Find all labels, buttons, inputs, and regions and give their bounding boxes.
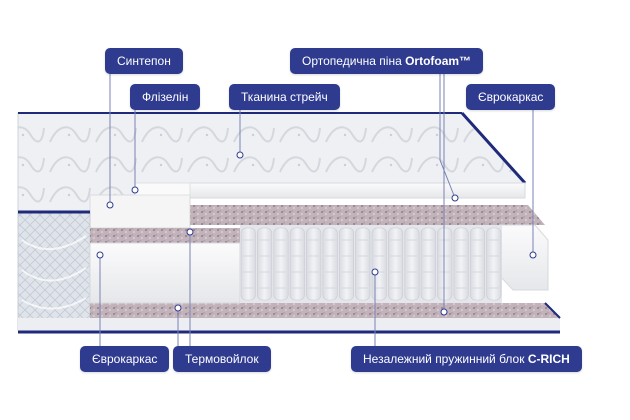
spring-pocket <box>338 227 354 301</box>
label-stretch-fabric: Тканина стрейч <box>229 84 340 110</box>
eurocarcass-foam-blocks <box>89 224 549 304</box>
spring-pocket <box>355 227 371 301</box>
spring-pocket <box>289 227 305 301</box>
label-spring-block-brand: C-RICH <box>527 352 570 366</box>
label-flizelin-text: Флізелін <box>142 90 189 104</box>
label-spring-block: Незалежний пружинний блок C-RICH <box>351 346 582 372</box>
label-eurocarcass-left-text: Єврокаркас <box>92 352 158 366</box>
top-foam-edge <box>89 182 526 229</box>
spring-pocket <box>437 227 453 301</box>
leader-lines <box>99 74 534 346</box>
spring-pocket <box>469 227 485 301</box>
pocket-spring-block <box>240 225 502 303</box>
spring-pocket <box>322 227 338 301</box>
leader-dots <box>96 151 537 316</box>
spring-pocket <box>404 227 420 301</box>
label-stretch-fabric-text: Тканина стрейч <box>241 90 328 104</box>
spring-pocket <box>306 227 322 301</box>
label-ortofoam: Ортопедична піна Ortofoam™ <box>290 48 484 74</box>
label-eurocarcass-right: Єврокаркас <box>466 84 556 110</box>
side-mesh-panel <box>17 210 91 331</box>
spring-pocket <box>240 227 256 301</box>
label-termovoilok: Термовойлок <box>173 346 271 372</box>
label-spring-block-text: Незалежний пружинний блок <box>363 352 528 366</box>
label-eurocarcass-right-text: Єврокаркас <box>478 90 544 104</box>
spring-pocket <box>371 227 387 301</box>
label-sintepon-text: Синтепон <box>117 54 171 68</box>
label-sintepon: Синтепон <box>105 48 183 74</box>
spring-pocket <box>257 227 273 301</box>
spring-pocket <box>388 227 404 301</box>
label-eurocarcass-left: Єврокаркас <box>80 346 170 372</box>
spring-pocket <box>486 227 502 301</box>
bottom-edge <box>18 302 561 334</box>
label-flizelin: Флізелін <box>130 84 201 110</box>
spring-pocket <box>420 227 436 301</box>
label-ortofoam-brand: Ortofoam™ <box>405 54 472 68</box>
label-ortofoam-text: Ортопедична піна <box>302 54 406 68</box>
spring-pocket <box>453 227 469 301</box>
label-termovoilok-text: Термовойлок <box>185 352 259 366</box>
spring-pocket <box>273 227 289 301</box>
